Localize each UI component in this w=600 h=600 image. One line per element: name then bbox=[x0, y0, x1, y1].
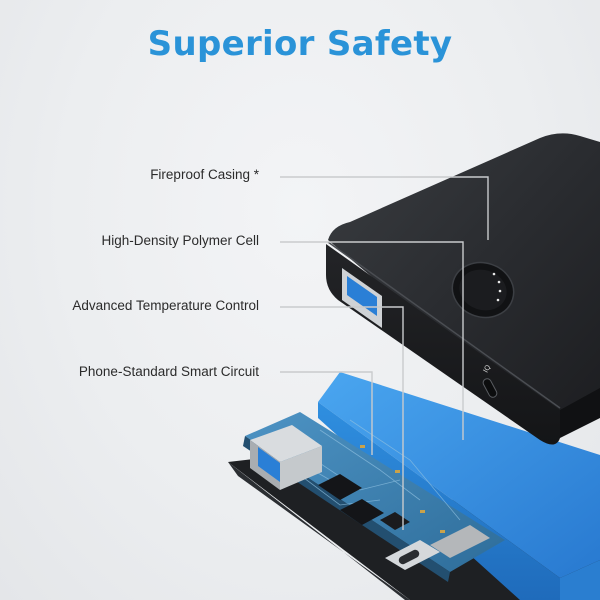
page-title: Superior Safety bbox=[147, 24, 453, 64]
chip-2 bbox=[340, 499, 384, 525]
callout-lines bbox=[280, 176, 489, 530]
callout-temperature-control bbox=[280, 306, 404, 530]
callout-smart-circuit bbox=[280, 371, 373, 455]
usb-a-port-icon bbox=[250, 425, 322, 490]
feature-label-temperature-control: Advanced Temperature Control bbox=[72, 298, 259, 313]
chip-1 bbox=[318, 474, 362, 500]
usb-c-port-icon bbox=[385, 540, 440, 570]
casing-usb-a-port-icon bbox=[342, 268, 382, 328]
callout-fireproof-casing bbox=[280, 176, 489, 240]
callout-polymer-cell bbox=[280, 241, 464, 440]
feature-label-smart-circuit: Phone-Standard Smart Circuit bbox=[78, 364, 259, 379]
casing-usb-c-port-icon: IQ bbox=[482, 363, 498, 398]
power-button-icon bbox=[451, 261, 515, 319]
battery-level-leds bbox=[492, 272, 502, 302]
feature-label-polymer-cell: High-Density Polymer Cell bbox=[101, 233, 259, 248]
feature-label-fireproof-casing: Fireproof Casing * bbox=[150, 167, 259, 182]
iq-marking: IQ bbox=[482, 363, 493, 374]
